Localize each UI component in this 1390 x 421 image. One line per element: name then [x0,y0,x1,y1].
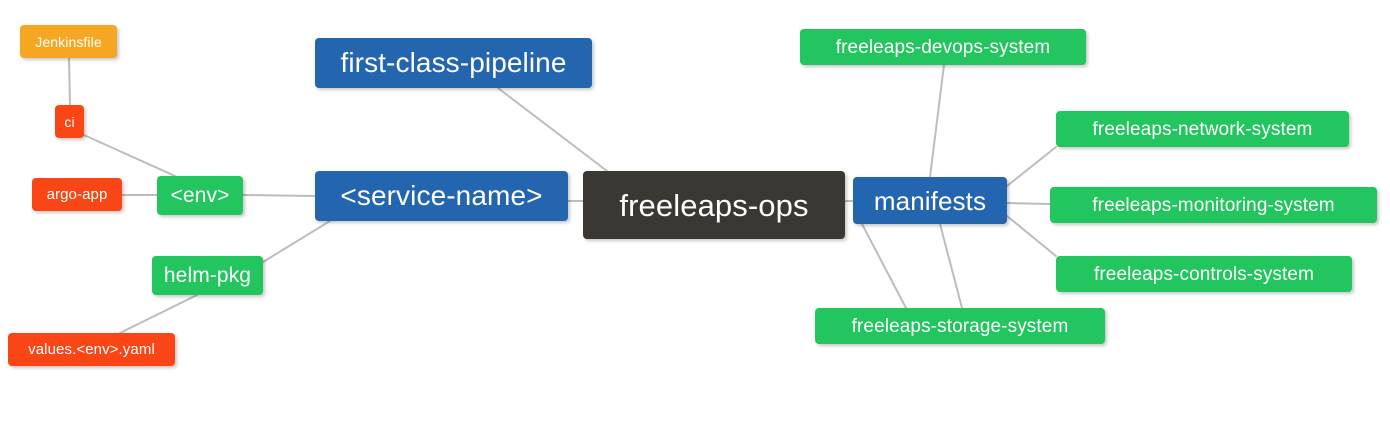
node-manifests[interactable]: manifests [853,177,1007,224]
node-freeleaps-network-system[interactable]: freeleaps-network-system [1056,111,1349,147]
edge-manifests-to-freeleaps-controls-system [1006,215,1057,257]
node-values-yaml[interactable]: values.<env>.yaml [8,333,175,366]
node-label-first-class-pipeline: first-class-pipeline [340,47,567,78]
node-env[interactable]: <env> [157,176,243,215]
edge-helm-pkg-to-values-yaml [119,294,198,334]
node-label-env: <env> [170,184,230,207]
node-label-freeleaps-monitoring-system: freeleaps-monitoring-system [1092,194,1335,216]
node-ci[interactable]: ci [55,105,84,138]
node-label-freeleaps-network-system: freeleaps-network-system [1092,118,1313,140]
node-freeleaps-controls-system[interactable]: freeleaps-controls-system [1056,256,1352,292]
edge-manifests-to-freeleaps-storage-system [939,223,963,309]
edge-manifests-to-freeleaps-monitoring-system [1006,202,1051,205]
node-label-helm-pkg: helm-pkg [163,264,252,287]
node-label-ci: ci [64,113,75,130]
edge-manifests-to-freeleaps-devops-system [929,64,945,178]
node-jenkinsfile[interactable]: Jenkinsfile [20,25,117,58]
node-first-class-pipeline[interactable]: first-class-pipeline [315,38,592,88]
node-label-argo-app: argo-app [46,186,108,203]
node-label-freeleaps-ops: freeleaps-ops [619,187,809,223]
node-label-values-yaml: values.<env>.yaml [28,341,155,358]
node-label-freeleaps-devops-system: freeleaps-devops-system [835,36,1051,58]
node-label-jenkinsfile: Jenkinsfile [35,33,102,50]
edge-freeleaps-ops-to-freeleaps-storage-system [861,223,907,309]
edge-first-class-pipeline-to-freeleaps-ops [497,87,608,172]
edge-env-to-service-name [242,194,316,197]
node-freeleaps-devops-system[interactable]: freeleaps-devops-system [800,29,1086,65]
node-service-name[interactable]: <service-name> [315,171,568,221]
edge-service-name-to-helm-pkg [262,220,331,263]
edge-ci-to-env [83,134,176,177]
node-label-freeleaps-controls-system: freeleaps-controls-system [1093,263,1315,285]
node-freeleaps-monitoring-system[interactable]: freeleaps-monitoring-system [1050,187,1377,223]
node-freeleaps-storage-system[interactable]: freeleaps-storage-system [815,308,1105,344]
node-label-service-name: <service-name> [340,180,543,211]
node-label-manifests: manifests [873,185,987,216]
node-helm-pkg[interactable]: helm-pkg [152,256,263,295]
node-argo-app[interactable]: argo-app [32,178,122,211]
node-label-freeleaps-storage-system: freeleaps-storage-system [851,315,1069,337]
edge-jenkinsfile-to-ci [68,57,71,106]
edge-manifests-to-freeleaps-network-system [1006,146,1057,187]
node-freeleaps-ops[interactable]: freeleaps-ops [583,171,845,239]
